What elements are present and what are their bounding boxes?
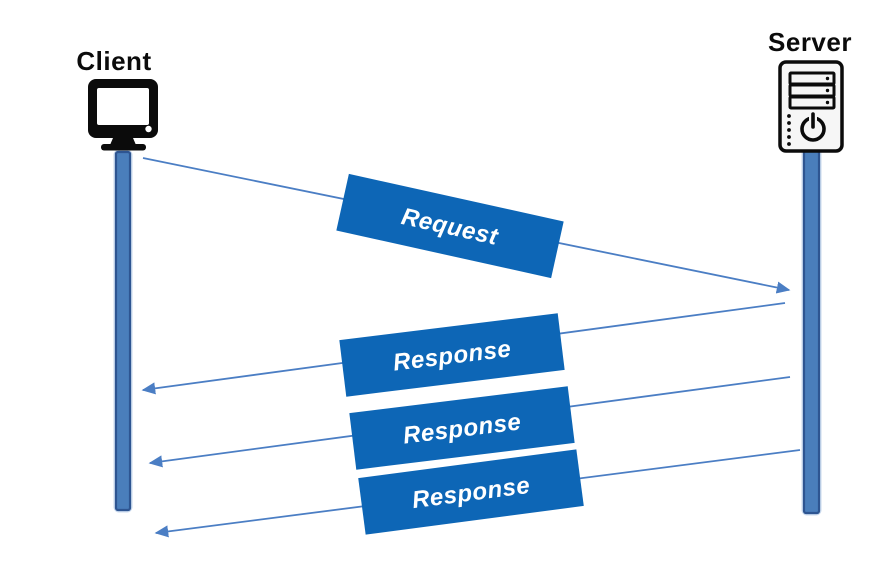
message-response-2: Response: [349, 386, 575, 470]
message-response-1: Response: [339, 313, 565, 397]
message-response-3: Response: [358, 449, 584, 535]
server-tower-icon: [778, 60, 844, 153]
server-label: Server: [768, 27, 852, 57]
monitor-icon: [88, 79, 158, 151]
message-request: Request: [336, 173, 564, 279]
server-actor: Server: [768, 27, 852, 153]
client-lifeline: [113, 149, 133, 513]
server-lifeline: [801, 148, 822, 516]
client-label: Client: [76, 46, 151, 76]
power-icon: [800, 112, 826, 142]
client-actor: Client: [76, 46, 158, 151]
